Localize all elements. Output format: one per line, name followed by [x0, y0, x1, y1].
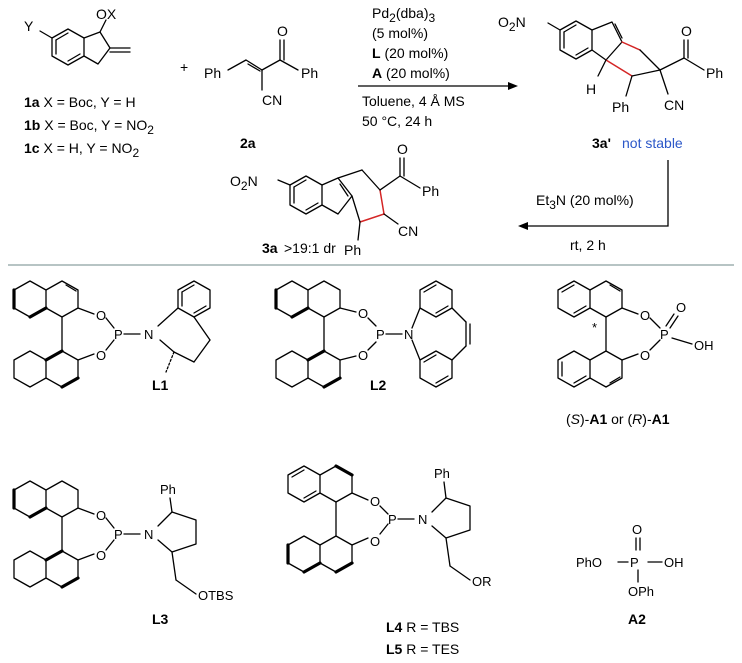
L45-p: P — [388, 512, 397, 527]
enone-ph-right: Ph — [301, 65, 318, 81]
ligand-L1: O O P N L1 — [12, 280, 211, 393]
temperature-line: 50 °C, 24 h — [362, 113, 432, 129]
enone-nitrile: CN — [262, 92, 282, 108]
product-3a: O2N Ph Ph O CN 3a >19:1 dr — [230, 141, 439, 258]
ligand-L4-L5: O O P N Ph OR L4 R = TBS L5 R = TES — [286, 464, 492, 657]
elbow-arrowhead — [518, 222, 528, 230]
acid-A2-label: A2 — [628, 611, 646, 627]
compound-3a-label: 3a — [262, 240, 278, 256]
L45-ph: Ph — [434, 466, 450, 481]
L45-n: N — [418, 512, 427, 527]
h-label: H — [586, 81, 596, 97]
L1-o-top: O — [96, 308, 106, 323]
ligand-L2: O O P N L2 — [274, 280, 471, 393]
L2-o-bottom: O — [358, 348, 368, 363]
conditions-bottom: Et3N (20 mol%) rt, 2 h — [536, 192, 634, 253]
starting-material-1: OX Y — [24, 6, 131, 66]
L45-o-top: O — [370, 494, 380, 509]
A1-o-bottom: O — [640, 348, 650, 363]
stable-nitrile: CN — [398, 223, 418, 239]
L3-n: N — [144, 527, 153, 542]
not-stable-note: not stable — [622, 135, 683, 151]
L3-o-bottom: O — [96, 548, 106, 563]
ligand-L3: O O P N Ph OTBS L3 — [12, 480, 234, 627]
L3-o-top: O — [96, 508, 106, 523]
stable-ph-bottom: Ph — [344, 242, 361, 258]
A1-o-top: O — [640, 308, 650, 323]
ligand-L1-label: L1 — [152, 377, 169, 393]
stable-ph-right: Ph — [422, 183, 439, 199]
enone-ph-left: Ph — [204, 65, 221, 81]
L1-p: P — [114, 327, 123, 342]
ligand-loading: L (20 mol%) — [372, 45, 448, 61]
forward-arrowhead — [508, 82, 518, 90]
A1-label: (S)-A1 or (R)-A1 — [566, 411, 670, 427]
L45-o-bottom: O — [370, 534, 380, 549]
dr-label: >19:1 dr — [284, 240, 336, 256]
rt-line: rt, 2 h — [570, 237, 606, 253]
L2-p: P — [376, 327, 385, 342]
A1-p: P — [660, 327, 669, 342]
L1-o-bottom: O — [96, 348, 106, 363]
enone-oxygen: O — [277, 23, 288, 39]
solvent-line: Toluene, 4 Å MS — [362, 93, 465, 109]
compound-2a-label: 2a — [240, 135, 256, 151]
catalyst-loading: (5 mol%) — [372, 25, 428, 41]
L45-or: OR — [472, 574, 492, 589]
stable-oxygen: O — [397, 141, 408, 157]
conditions-top: Pd2(dba)3 (5 mol%) L (20 mol%) A (20 mol… — [362, 5, 465, 129]
acid-A2: PhO P OH O OPh A2 — [576, 522, 684, 627]
L3-p: P — [114, 527, 123, 542]
unstable-oxygen: O — [681, 23, 692, 39]
y-group-label: Y — [24, 18, 34, 34]
A2-oph: OPh — [628, 584, 654, 599]
ligand-L3-label: L3 — [152, 611, 169, 627]
compound-1c: 1c X = H, Y = NO2 — [24, 140, 139, 160]
L2-o-top: O — [358, 306, 368, 321]
A2-p: P — [630, 555, 639, 570]
ligand-L2-label: L2 — [370, 377, 387, 393]
L2-n: N — [404, 327, 413, 342]
catalyst-line: Pd2(dba)3 — [372, 5, 436, 25]
nitro-label-top: O2N — [498, 14, 526, 34]
ox-group-label: OX — [96, 6, 117, 22]
ligand-L4-label: L4 R = TBS — [386, 619, 459, 635]
A1-oh: OH — [694, 338, 714, 353]
plus-sign: + — [180, 59, 188, 75]
A2-o: O — [632, 522, 642, 537]
unstable-ph-right: Ph — [706, 65, 723, 81]
A2-pho: PhO — [576, 555, 602, 570]
compound-3a-prime-label: 3a' — [592, 135, 611, 151]
L3-ph: Ph — [160, 482, 176, 497]
acid-loading: A (20 mol%) — [372, 65, 450, 81]
base-line: Et3N (20 mol%) — [536, 192, 634, 212]
compound-1b: 1b X = Boc, Y = NO2 — [24, 117, 154, 137]
L3-otbs: OTBS — [198, 588, 234, 603]
A1-stereo-star: * — [592, 320, 597, 335]
acid-A1: O O P O OH * (S)-A1 or (R)-A1 — [557, 280, 714, 427]
compound-list: 1a X = Boc, Y = H 1b X = Boc, Y = NO2 1c… — [24, 94, 154, 160]
A2-oh: OH — [664, 555, 684, 570]
compound-1a: 1a X = Boc, Y = H — [24, 94, 136, 110]
unstable-ph-bottom: Ph — [612, 99, 629, 115]
unstable-nitrile: CN — [664, 97, 684, 113]
ligand-L5-label: L5 R = TES — [386, 641, 459, 657]
elbow-arrow — [528, 160, 669, 227]
enone-2a: Ph Ph O CN 2a — [204, 23, 318, 151]
A1-o-double: O — [676, 300, 686, 315]
nitro-label-bottom: O2N — [230, 173, 258, 193]
product-3a-prime: O2N H Ph Ph O CN 3a' not stable — [498, 14, 723, 151]
L1-n: N — [144, 327, 153, 342]
